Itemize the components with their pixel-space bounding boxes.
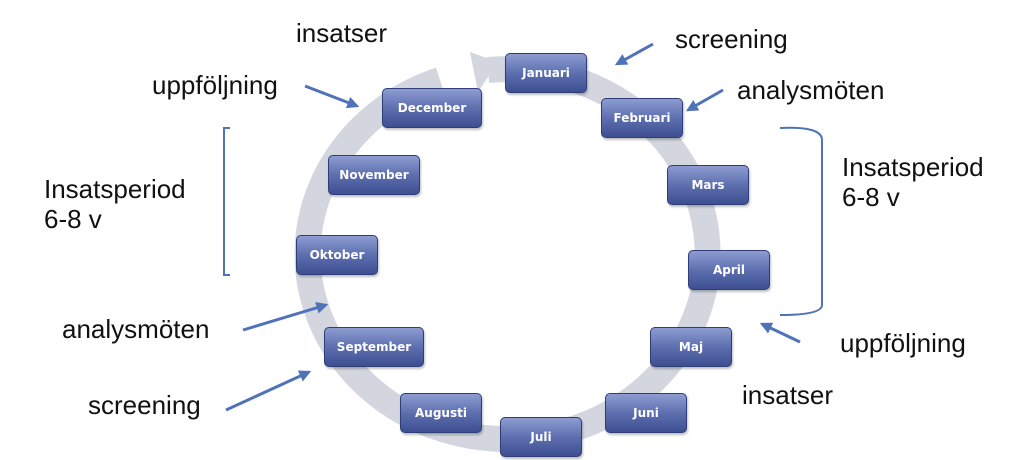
month-augusti: Augusti <box>400 393 482 433</box>
month-januari: Januari <box>505 53 587 93</box>
insatsperiod-right-title: Insatsperiod <box>842 152 984 182</box>
insatsperiod-right-duration: 6-8 v <box>842 182 900 212</box>
insatsperiod-left-duration: 6-8 v <box>44 204 102 234</box>
label-analysmoten-right: analysmöten <box>737 75 885 105</box>
month-november: November <box>328 155 420 195</box>
month-maj: Maj <box>650 327 732 367</box>
label-insatsperiod-right: Insatsperiod 6-8 v <box>842 152 984 212</box>
arrow-analysmoten-left <box>242 302 329 332</box>
month-juli: Juli <box>500 417 582 457</box>
cycle-arrowhead <box>470 52 498 92</box>
arrow-uppfoljning-right <box>759 322 801 344</box>
right-bracket <box>779 126 823 316</box>
month-oktober: Oktober <box>296 235 378 275</box>
arrow-uppfoljning-left <box>304 84 360 109</box>
label-screening-top: screening <box>675 24 788 54</box>
month-februari: Februari <box>601 98 683 138</box>
label-analysmoten-left: analysmöten <box>62 314 210 344</box>
month-december: December <box>382 88 482 128</box>
month-april: April <box>688 250 770 290</box>
label-insatser-right: insatser <box>742 380 834 410</box>
label-insatser-top: insatser <box>296 18 388 48</box>
left-bracket <box>223 127 230 276</box>
label-screening-left: screening <box>88 390 201 420</box>
month-september: September <box>324 327 424 367</box>
label-uppfoljning-right: uppföljning <box>840 328 966 358</box>
arrow-analysmoten-right <box>685 88 724 112</box>
arrow-screening-top <box>614 42 654 66</box>
label-insatsperiod-left: Insatsperiod 6-8 v <box>44 174 186 234</box>
insatsperiod-left-title: Insatsperiod <box>44 174 186 204</box>
arrow-screening-left <box>225 370 312 412</box>
month-juni: Juni <box>605 393 687 433</box>
month-mars: Mars <box>667 165 749 205</box>
label-uppfoljning-left: uppföljning <box>152 70 278 100</box>
